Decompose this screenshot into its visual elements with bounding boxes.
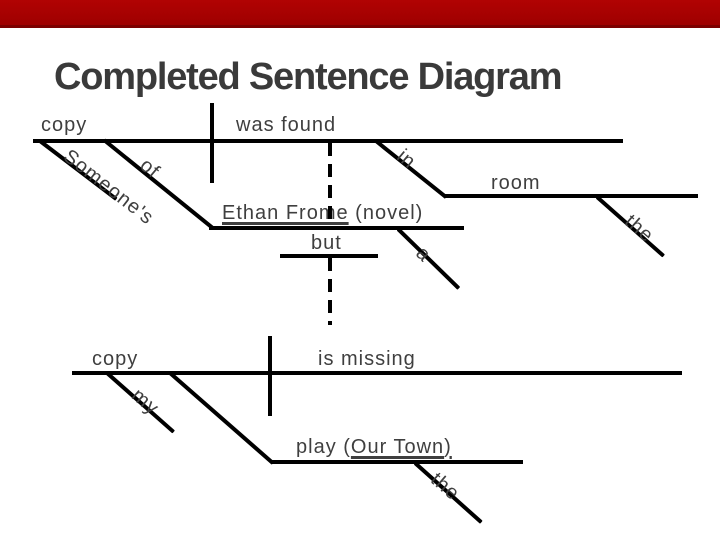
conjunction-dash-lower [328,258,332,325]
clause1-of-label: of [135,154,164,184]
clause2-possessive-label: my [127,384,164,420]
clause1-baseline [33,139,623,143]
clause1-possessive-label: Someone's [59,145,159,230]
clause1-the-label: the [620,210,658,248]
clause1-subject-label: copy [41,114,88,136]
clause1-room-line [445,194,698,198]
clause2-object-title: Our Town) [350,436,452,458]
clause1-in-label: in [392,145,421,174]
clause2-subject-label: copy [92,348,139,370]
clause1-room-label: room [491,172,541,194]
clause1-object-appositive: (novel) [348,202,424,224]
conjunction-line [280,254,378,258]
clause1-appositive-article-line [396,227,461,290]
clause2-verb-label: is missing [318,348,416,370]
accent-bar [0,0,720,28]
clause2-unlabeled-prep-line [168,371,275,465]
clause1-subject-verb-divider [210,103,214,183]
conjunction-label: but [311,232,342,254]
conjunction-dash-upper [328,143,332,227]
page-title: Completed Sentence Diagram [54,56,562,98]
clause2-baseline [72,371,682,375]
clause1-object-label: Ethan Frome (novel) [222,203,423,223]
clause1-object-title: Ethan Frome [222,202,349,224]
clause2-object-prefix: play ( [296,436,351,458]
clause1-object-line [209,226,464,230]
clause2-object-label: play (Our Town) [296,437,452,457]
clause2-subject-verb-divider [268,336,272,416]
clause1-verb-label: was found [236,114,337,136]
clause2-object-line [271,460,523,464]
